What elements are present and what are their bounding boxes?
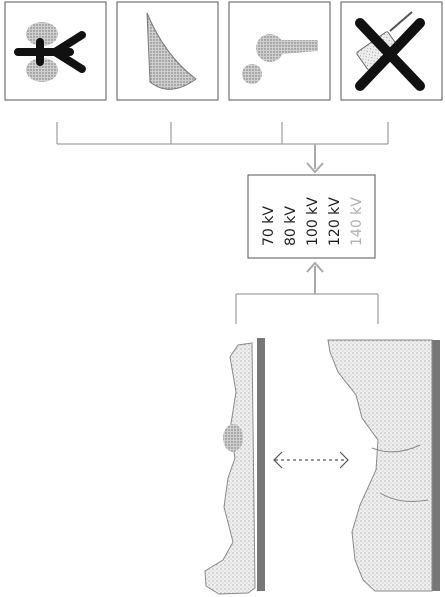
breast-tissue-panel	[117, 2, 218, 100]
voltage-option-80: 80 kV	[283, 206, 299, 246]
bone-panel	[229, 2, 330, 100]
icon-connector	[57, 122, 388, 172]
icon-row	[5, 2, 442, 100]
voltage-option-100: 100 kV	[305, 197, 321, 246]
contrast-syringe-panel	[341, 2, 442, 100]
child-patient-figure	[205, 338, 265, 594]
voltage-option-140: 140 kV	[349, 197, 365, 246]
distance-arrow	[274, 452, 348, 468]
voltage-option-120: 120 kV	[327, 197, 343, 246]
patient-connector	[236, 263, 378, 324]
voltage-option-70: 70 kV	[261, 206, 277, 246]
voltage-box: 70 kV 80 kV 100 kV 120 kV 140 kV	[248, 175, 375, 258]
adult-patient-figure	[328, 340, 440, 591]
kidney-vessels-panel	[5, 2, 106, 100]
